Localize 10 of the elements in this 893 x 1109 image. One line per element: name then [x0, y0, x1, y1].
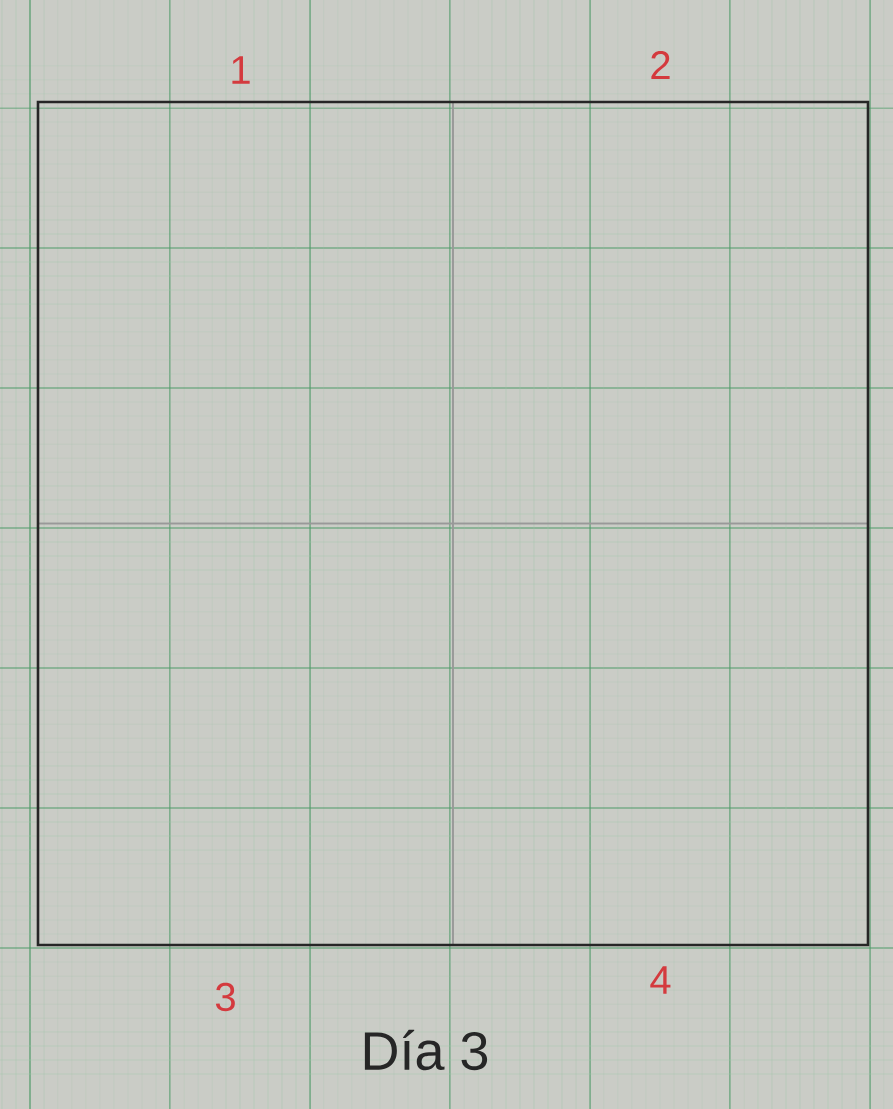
node-label: 1	[232, 56, 250, 84]
node-label: 2	[651, 51, 670, 79]
quadrant: 4	[452, 522, 869, 994]
quadrant: 2	[452, 51, 869, 525]
caption: Día 3	[364, 1029, 488, 1071]
quadrant: 3	[37, 522, 454, 1012]
node-label: 3	[215, 982, 235, 1012]
quadrant: 1	[37, 56, 454, 525]
square-outline	[36, 100, 870, 947]
node-label: 4	[650, 966, 671, 994]
